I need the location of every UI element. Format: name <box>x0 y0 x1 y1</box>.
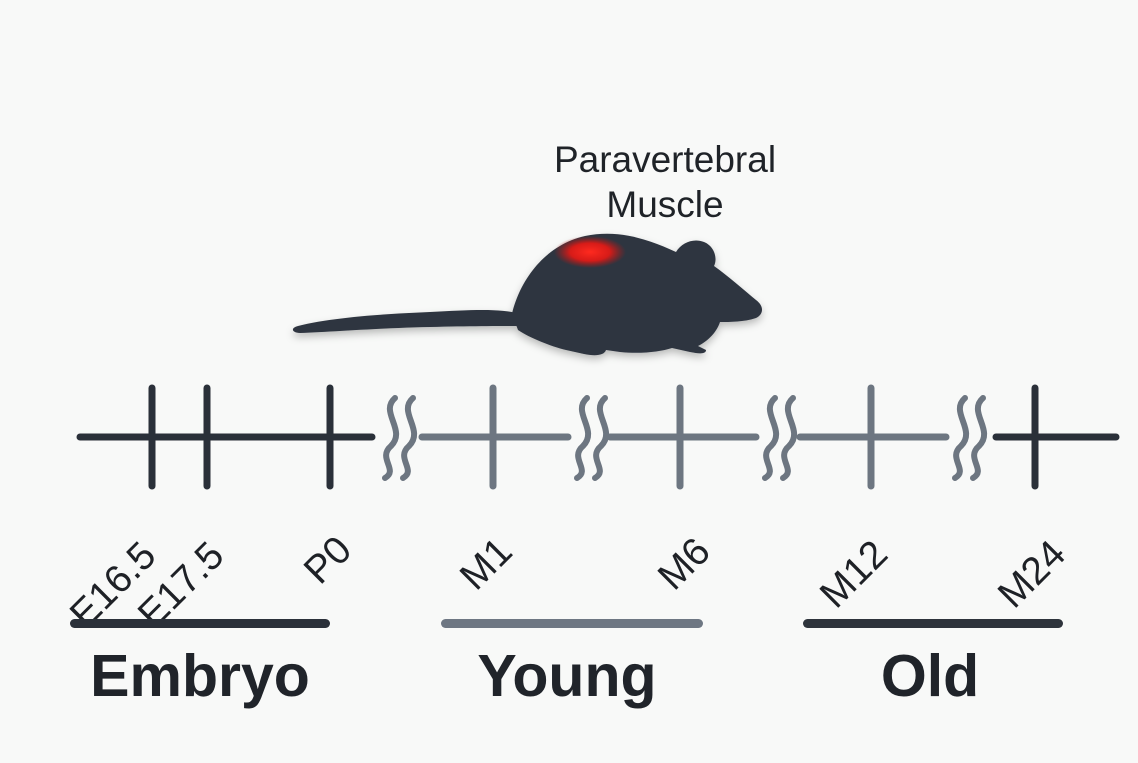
axis-break-icon <box>780 395 798 481</box>
group-label-embryo: Embryo <box>90 643 310 709</box>
muscle-label-line2: Muscle <box>606 184 724 225</box>
timeline-axis <box>76 384 1120 490</box>
axis-break-icon <box>970 395 988 481</box>
axis-break-icon <box>592 395 610 481</box>
group-bar-young <box>441 619 703 628</box>
muscle-label-line1: Paravertebral <box>553 139 777 180</box>
axis-break-icon <box>952 395 970 481</box>
axis-break-icon <box>382 395 400 481</box>
group-label-young: Young <box>477 643 657 709</box>
muscle-highlight <box>554 236 626 268</box>
axis-break-icon <box>762 395 780 481</box>
group-bar-old <box>803 619 1063 628</box>
muscle-label: Paravertebral Muscle <box>520 137 810 227</box>
axis-break-icon <box>574 395 592 481</box>
group-bar-embryo <box>70 619 330 628</box>
group-label-old: Old <box>880 643 980 709</box>
mouse-icon <box>292 233 762 356</box>
axis-break-icon <box>400 395 418 481</box>
